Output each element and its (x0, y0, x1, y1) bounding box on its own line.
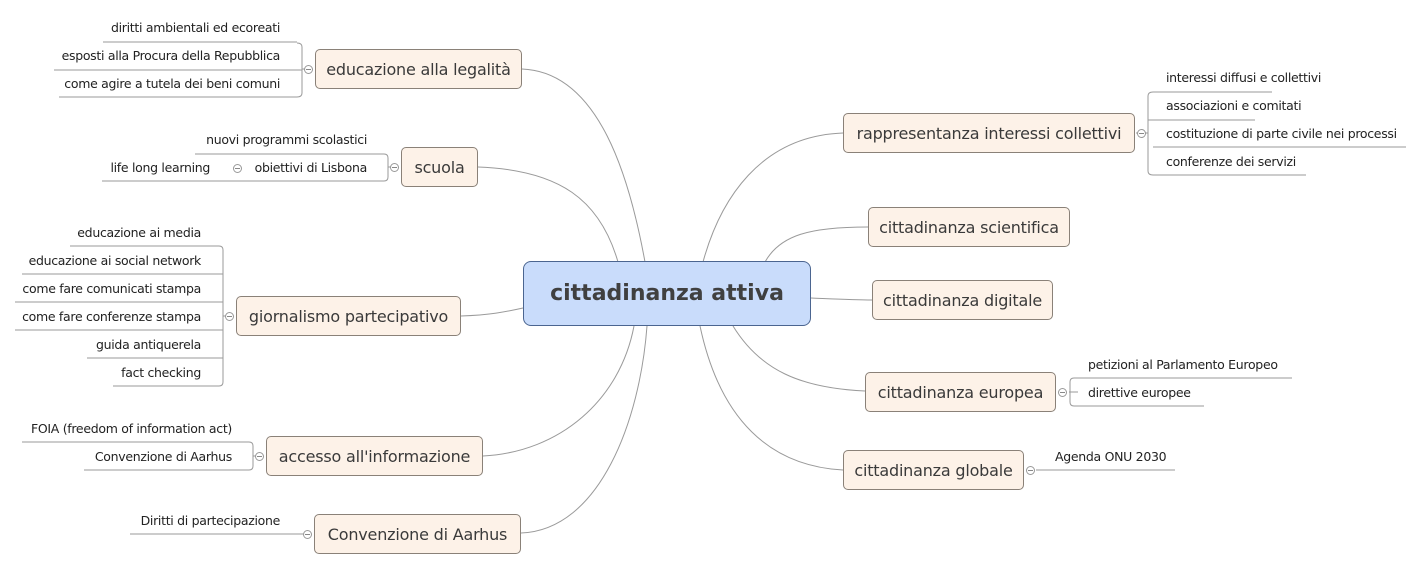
collapse-toggle-icon[interactable] (304, 65, 313, 74)
root-node[interactable]: cittadinanza attiva (523, 261, 811, 326)
leaf-fact-checking[interactable]: fact checking (121, 365, 201, 380)
collapse-toggle-icon[interactable] (1058, 388, 1067, 397)
branch-educazione-legalita[interactable]: educazione alla legalità (315, 49, 522, 89)
collapse-toggle-icon[interactable] (390, 163, 399, 172)
leaf-interessi-diffusi[interactable]: interessi diffusi e collettivi (1166, 70, 1322, 85)
collapse-toggle-icon[interactable] (233, 164, 242, 173)
leaf-convenzione-aarhus[interactable]: Convenzione di Aarhus (94, 449, 232, 464)
leaf-diritti-partecipazione[interactable]: Diritti di partecipazione (140, 513, 281, 528)
collapse-toggle-icon[interactable] (225, 312, 234, 321)
branch-rappresentanza-interessi[interactable]: rappresentanza interessi collettivi (843, 113, 1135, 153)
leaf-nuovi-programmi[interactable]: nuovi programmi scolastici (206, 132, 367, 147)
collapse-toggle-icon[interactable] (1137, 129, 1146, 138)
leaf-associazioni-comitati[interactable]: associazioni e comitati (1166, 98, 1302, 113)
branch-scuola[interactable]: scuola (401, 147, 478, 187)
branch-cittadinanza-globale[interactable]: cittadinanza globale (843, 450, 1024, 490)
leaf-agenda-onu[interactable]: Agenda ONU 2030 (1055, 449, 1167, 464)
leaf-guida-antiquerela[interactable]: guida antiquerela (96, 337, 201, 352)
branch-cittadinanza-europea[interactable]: cittadinanza europea (865, 372, 1056, 412)
leaf-educazione-media[interactable]: educazione ai media (77, 225, 201, 240)
collapse-toggle-icon[interactable] (303, 530, 312, 539)
branch-accesso-informazione[interactable]: accesso all'informazione (266, 436, 483, 476)
leaf-life-long-learning[interactable]: life long learning (110, 160, 210, 175)
branch-convenzione-aarhus[interactable]: Convenzione di Aarhus (314, 514, 521, 554)
leaf-conferenze-servizi[interactable]: conferenze dei servizi (1166, 154, 1296, 169)
collapse-toggle-icon[interactable] (1026, 466, 1035, 475)
leaf-direttive-europee[interactable]: direttive europee (1088, 385, 1191, 400)
leaf-tutela-beni-comuni[interactable]: come agire a tutela dei beni comuni (64, 76, 280, 91)
collapse-toggle-icon[interactable] (255, 452, 264, 461)
leaf-foia[interactable]: FOIA (freedom of information act) (30, 421, 232, 436)
branch-cittadinanza-scientifica[interactable]: cittadinanza scientifica (868, 207, 1070, 247)
leaf-esposti-procura[interactable]: esposti alla Procura della Repubblica (61, 48, 281, 63)
leaf-parte-civile[interactable]: costituzione di parte civile nei process… (1166, 126, 1397, 141)
leaf-obiettivi-lisbona[interactable]: obiettivi di Lisbona (254, 160, 368, 175)
leaf-diritti-ambientali[interactable]: diritti ambientali ed ecoreati (110, 20, 280, 35)
leaf-conferenze-stampa[interactable]: come fare conferenze stampa (22, 309, 201, 324)
branch-giornalismo-partecipativo[interactable]: giornalismo partecipativo (236, 296, 461, 336)
branch-cittadinanza-digitale[interactable]: cittadinanza digitale (872, 280, 1053, 320)
leaf-educazione-social[interactable]: educazione ai social network (28, 253, 202, 268)
leaf-comunicati-stampa[interactable]: come fare comunicati stampa (22, 281, 201, 296)
leaf-petizioni-parlamento[interactable]: petizioni al Parlamento Europeo (1088, 357, 1278, 372)
